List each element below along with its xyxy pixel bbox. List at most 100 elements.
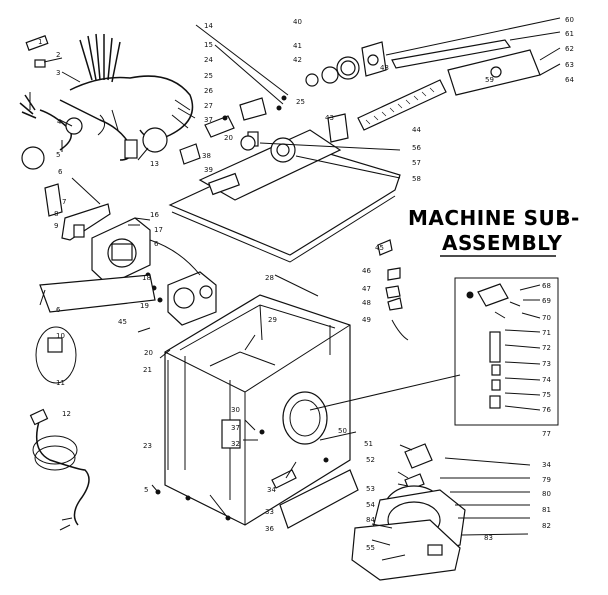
callout-62: 62 <box>565 45 574 53</box>
wiring-harness <box>19 33 196 170</box>
callout-26: 26 <box>204 87 213 95</box>
callout-60: 60 <box>565 16 574 24</box>
mounting-bracket <box>44 177 111 241</box>
callout-30: 30 <box>231 406 240 414</box>
callout-21: 21 <box>143 366 152 374</box>
callout-1: 1 <box>38 38 42 46</box>
callout-28: 28 <box>265 274 274 282</box>
callout-4: 4 <box>57 118 62 126</box>
callout-80: 80 <box>542 490 551 498</box>
timer-assembly <box>91 217 151 286</box>
callout-16: 16 <box>150 211 159 219</box>
callout-27: 27 <box>204 102 213 110</box>
callout-37b: 37 <box>231 424 240 432</box>
callout-59: 59 <box>485 76 494 84</box>
callout-33: 33 <box>265 508 274 516</box>
top-cover <box>168 129 401 263</box>
callout-54: 54 <box>366 501 375 509</box>
callout-57: 57 <box>412 159 421 167</box>
callout-46: 46 <box>362 267 371 275</box>
callout-63: 63 <box>565 61 574 69</box>
callout-82: 82 <box>542 522 551 530</box>
callout-7: 7 <box>62 198 66 206</box>
callout-55: 55 <box>366 544 375 552</box>
callout-18: 18 <box>142 274 151 282</box>
callout-15: 15 <box>204 41 213 49</box>
callout-3: 3 <box>56 69 60 77</box>
callout-38: 38 <box>202 152 211 160</box>
callout-50: 50 <box>338 427 347 435</box>
hose-fittings <box>377 239 409 341</box>
title-line-2: ASSEMBLY <box>442 231 562 255</box>
callout-17: 17 <box>154 226 163 234</box>
callout-43: 43 <box>380 64 389 72</box>
access-panel <box>271 469 359 529</box>
callout-36: 36 <box>265 525 274 533</box>
callout-5b: 5 <box>144 486 148 494</box>
callout-5: 5 <box>56 151 60 159</box>
callout-41: 41 <box>293 42 302 50</box>
callout-45b: 45 <box>375 244 384 252</box>
callout-42: 42 <box>293 56 302 64</box>
callout-34: 34 <box>267 486 276 494</box>
callout-47: 47 <box>362 285 371 293</box>
callout-23: 23 <box>143 442 152 450</box>
console-trim <box>327 31 561 143</box>
callout-44: 44 <box>412 126 421 134</box>
power-cord <box>29 326 90 531</box>
callout-53: 53 <box>366 485 375 493</box>
callout-64: 64 <box>565 76 574 84</box>
callout-24: 24 <box>204 56 213 64</box>
callout-43b: 43 <box>325 114 334 122</box>
callout-56: 56 <box>412 144 421 152</box>
callout-11: 11 <box>56 379 65 387</box>
callout-73: 73 <box>542 360 551 368</box>
callout-6b: 6 <box>56 306 61 314</box>
callout-39: 39 <box>204 166 213 174</box>
callout-labels: 1 2 3 4 5 6 8 7 9 6 10 11 12 13 14 15 16… <box>38 16 574 552</box>
callout-61: 61 <box>565 30 574 38</box>
callout-25b: 25 <box>296 98 305 106</box>
callout-29: 29 <box>268 316 277 324</box>
base-bracket <box>39 274 156 313</box>
valve-inset <box>454 277 559 426</box>
motor <box>145 239 217 326</box>
callout-68: 68 <box>542 282 551 290</box>
callout-76: 76 <box>542 406 551 414</box>
callout-81: 81 <box>542 506 551 514</box>
callout-6c: 6 <box>154 240 159 248</box>
callout-70: 70 <box>542 314 551 322</box>
callout-77: 77 <box>542 430 551 438</box>
callout-10: 10 <box>56 332 65 340</box>
callout-9: 9 <box>54 222 58 230</box>
callout-51: 51 <box>364 440 373 448</box>
pump-assembly <box>351 443 531 581</box>
callout-69: 69 <box>542 297 551 305</box>
callout-20b: 20 <box>224 134 233 142</box>
callout-45: 45 <box>118 318 127 326</box>
callout-84: 84 <box>366 516 375 524</box>
callout-48: 48 <box>362 299 371 307</box>
callout-14: 14 <box>204 22 213 30</box>
callout-58: 58 <box>412 175 421 183</box>
callout-79: 79 <box>542 476 551 484</box>
callout-75: 75 <box>542 391 551 399</box>
callout-6: 6 <box>58 168 63 176</box>
callout-72: 72 <box>542 344 551 352</box>
callout-49: 49 <box>362 316 371 324</box>
callout-20: 20 <box>144 349 153 357</box>
cabinet <box>155 294 351 526</box>
callout-8: 8 <box>54 210 58 218</box>
leader-lines <box>29 57 461 561</box>
knob-parts <box>305 17 561 87</box>
title-line-1: MACHINE SUB- <box>408 206 580 230</box>
callout-52: 52 <box>366 456 375 464</box>
callout-34b: 34 <box>542 461 551 469</box>
callout-13: 13 <box>150 160 159 168</box>
callout-71: 71 <box>542 329 551 337</box>
callout-25: 25 <box>204 72 213 80</box>
callout-37: 37 <box>204 116 213 124</box>
callout-2: 2 <box>56 51 60 59</box>
